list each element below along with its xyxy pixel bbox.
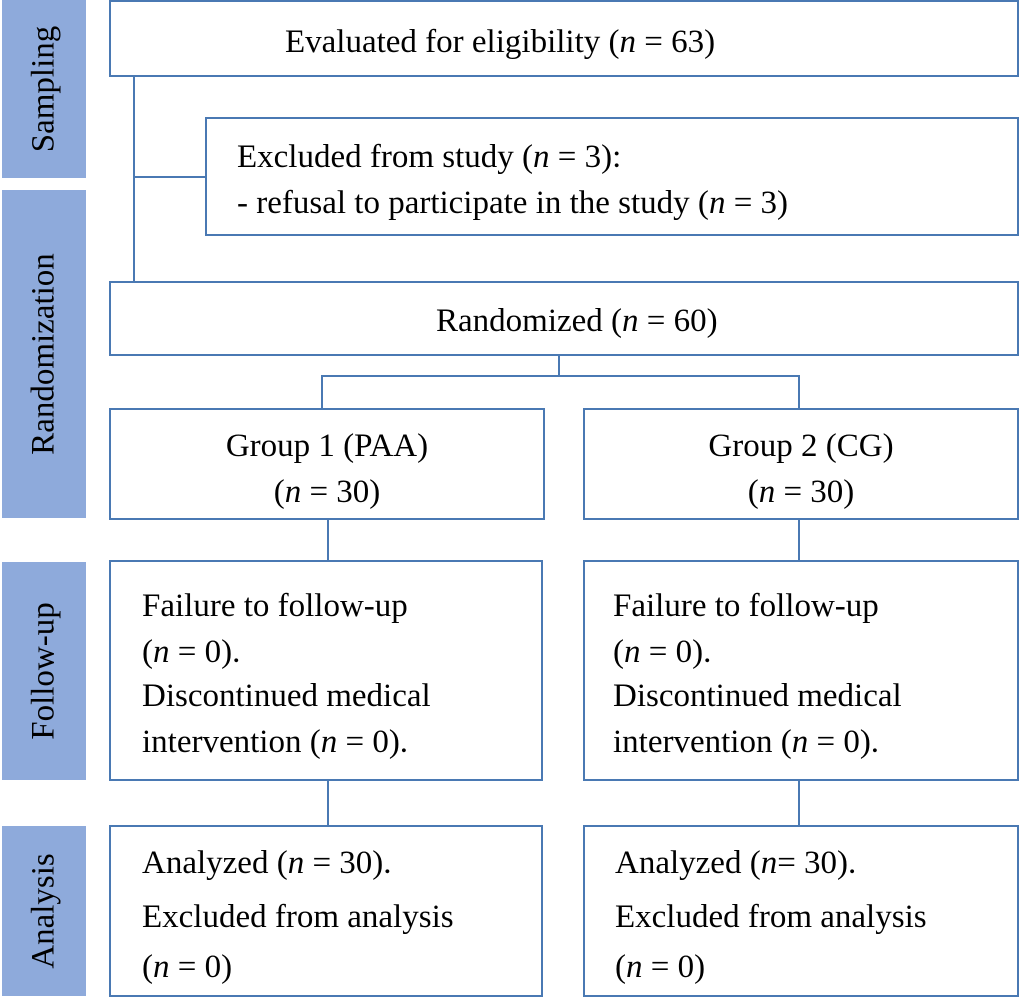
phase-follow-up-label: Follow-up — [25, 602, 62, 740]
randomized-text: Randomized (n = 60) — [436, 303, 718, 339]
phase-randomization-label: Randomization — [25, 253, 62, 455]
connector-split-horizontal — [321, 375, 800, 377]
excluded-line-1: Excluded from study (n = 3): — [237, 139, 622, 175]
connector-to-excluded — [133, 176, 206, 178]
connector-group1-followup — [327, 519, 329, 561]
group2-count: (n = 30) — [747, 474, 855, 510]
connector-followup2-analysis — [798, 780, 800, 826]
analysis1-line-2: Excluded from analysis — [142, 899, 454, 935]
group1-title: Group 1 (PAA) — [225, 428, 429, 464]
phase-sampling: Sampling — [2, 0, 86, 178]
followup1-box: Failure to follow-up (n = 0). Discontinu… — [109, 560, 543, 781]
analysis2-box: Analyzed (n= 30). Excluded from analysis… — [583, 825, 1019, 997]
group2-box: Group 2 (CG) (n = 30) — [583, 408, 1019, 520]
connector-to-group2 — [798, 375, 800, 410]
connector-group2-followup — [798, 519, 800, 561]
eligibility-text: Evaluated for eligibility (n = 63) — [285, 24, 716, 60]
excluded-box: Excluded from study (n = 3): - refusal t… — [205, 117, 1019, 236]
analysis1-line-3: (n = 0) — [142, 949, 233, 985]
phase-sampling-label: Sampling — [25, 25, 62, 153]
followup1-line-1: Failure to follow-up — [142, 588, 408, 624]
group1-box: Group 1 (PAA) (n = 30) — [109, 408, 545, 520]
analysis2-line-1: Analyzed (n= 30). — [615, 845, 857, 881]
connector-left-vertical — [133, 76, 135, 281]
eligibility-box: Evaluated for eligibility (n = 63) — [109, 0, 1019, 77]
phase-analysis-label: Analysis — [25, 853, 62, 969]
analysis2-line-3: (n = 0) — [615, 949, 706, 985]
followup1-line-2: (n = 0). — [142, 634, 241, 670]
randomized-box: Randomized (n = 60) — [109, 281, 1019, 356]
excluded-line-2: - refusal to participate in the study (n… — [237, 185, 789, 221]
followup2-line-1: Failure to follow-up — [613, 588, 879, 624]
followup2-box: Failure to follow-up (n = 0). Discontinu… — [583, 560, 1019, 781]
analysis2-line-2: Excluded from analysis — [615, 899, 927, 935]
group2-title: Group 2 (CG) — [708, 428, 894, 464]
followup2-line-3: Discontinued medical — [613, 678, 902, 714]
followup2-line-2: (n = 0). — [613, 634, 712, 670]
connector-followup1-analysis — [327, 780, 329, 826]
analysis1-box: Analyzed (n = 30). Excluded from analysi… — [109, 825, 543, 997]
phase-randomization: Randomization — [2, 190, 86, 518]
group1-count: (n = 30) — [273, 474, 381, 510]
followup1-line-4: intervention (n = 0). — [142, 724, 409, 760]
followup2-line-4: intervention (n = 0). — [613, 724, 880, 760]
phase-follow-up: Follow-up — [2, 562, 86, 780]
connector-to-group1 — [321, 375, 323, 410]
followup1-line-3: Discontinued medical — [142, 678, 431, 714]
connector-randomized-down — [558, 355, 560, 376]
phase-analysis: Analysis — [2, 826, 86, 996]
analysis1-line-1: Analyzed (n = 30). — [142, 845, 392, 881]
